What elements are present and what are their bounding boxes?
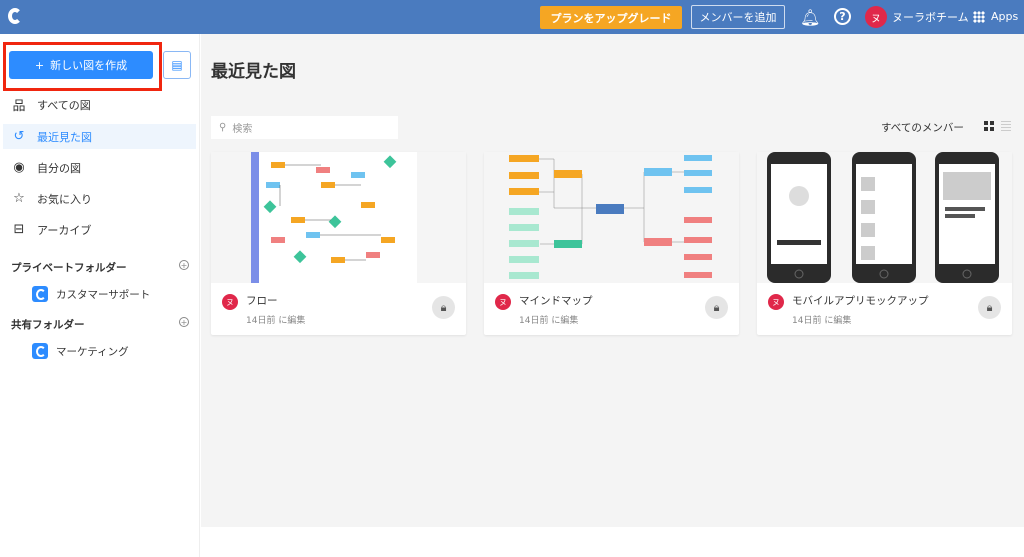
diagram-card[interactable]: ヌモバイルアプリモックアップ 14日前 に編集 🔒︎ (757, 152, 1012, 335)
card-title: モバイルアプリモックアップ (792, 295, 929, 307)
card-edited: 14日前 に編集 (792, 316, 852, 326)
card-title: マインドマップ (519, 295, 593, 307)
lock-icon[interactable]: 🔒︎ (978, 296, 1001, 319)
apps-label: Apps (991, 10, 1019, 23)
diagram-card[interactable]: ヌマインドマップ 14日前 に編集 🔒︎ (484, 152, 739, 335)
folder-label: マーケティング (56, 345, 129, 358)
sitemap-icon: 品 (12, 99, 26, 114)
avatar: ヌ (222, 294, 238, 310)
bell-icon[interactable]: 🔔︎ (800, 8, 821, 27)
sidebar-item-mine[interactable]: ◉ 自分の図 (3, 155, 196, 180)
template-button[interactable]: ▤ (163, 51, 191, 79)
folder-icon (32, 286, 48, 302)
grid-view-icon[interactable] (984, 121, 994, 131)
sidebar-item-label: すべての図 (37, 98, 91, 112)
sidebar-item-recent[interactable]: ↺ 最近見た図 (3, 124, 196, 149)
highlight-box (3, 42, 162, 91)
diagram-thumbnail (211, 152, 466, 283)
member-filter[interactable]: すべてのメンバー (881, 122, 964, 134)
sidebar-item-favorites[interactable]: ☆ お気に入り (3, 186, 196, 211)
sidebar-item-all[interactable]: 品すべての図 (3, 92, 196, 117)
card-edited: 14日前 に編集 (519, 316, 579, 326)
search-input[interactable]: ⚲ 検索 (211, 116, 398, 139)
team-menu[interactable]: ヌヌーラボチーム (865, 6, 969, 28)
folder-item[interactable]: カスタマーサポート (32, 286, 150, 302)
sidebar-item-label: お気に入り (37, 192, 92, 206)
lock-icon[interactable]: 🔒︎ (705, 296, 728, 319)
new-diagram-label: 新しい図を作成 (50, 59, 128, 72)
add-folder-icon[interactable]: + (179, 260, 189, 270)
section-title: 共有フォルダー (11, 319, 85, 331)
card-edited: 14日前 に編集 (246, 316, 306, 326)
avatar: ヌ (495, 294, 511, 310)
archive-icon: ⊟ (13, 222, 25, 237)
private-folders-header: プライベートフォルダー + (11, 260, 189, 275)
diagram-thumbnail (757, 152, 1012, 283)
search-placeholder: 検索 (232, 124, 253, 135)
section-title: プライベートフォルダー (11, 262, 127, 274)
card-info: ヌフロー 14日前 に編集 (222, 293, 305, 326)
star-icon: ☆ (13, 191, 25, 206)
history-icon: ↺ (13, 129, 25, 144)
page-title: 最近見た図 (211, 62, 296, 82)
list-view-icon[interactable] (1001, 121, 1011, 131)
card-info: ヌマインドマップ 14日前 に編集 (495, 293, 593, 326)
shared-folders-header: 共有フォルダー + (11, 317, 189, 332)
sidebar-item-label: 自分の図 (37, 161, 81, 175)
apps-menu[interactable]: Apps (973, 10, 1018, 23)
sidebar-item-archive[interactable]: ⊟ アーカイブ (3, 217, 196, 242)
diagram-thumbnail (484, 152, 739, 283)
cacoo-logo-icon[interactable] (8, 8, 22, 24)
card-info: ヌモバイルアプリモックアップ 14日前 に編集 (768, 293, 929, 326)
sidebar-item-label: 最近見た図 (37, 130, 92, 144)
new-diagram-button[interactable]: + 新しい図を作成 (9, 51, 153, 79)
avatar: ヌ (768, 294, 784, 310)
apps-grid-icon (973, 10, 985, 23)
upgrade-plan-button[interactable]: プランをアップグレード (540, 6, 682, 29)
card-title: フロー (246, 295, 278, 307)
search-icon: ⚲ (219, 122, 227, 133)
plus-icon: + (34, 58, 45, 72)
diagram-card[interactable]: ヌフロー 14日前 に編集 🔒︎ (211, 152, 466, 335)
user-icon: ◉ (13, 160, 25, 175)
sidebar-item-label: アーカイブ (37, 223, 92, 237)
lock-icon[interactable]: 🔒︎ (432, 296, 455, 319)
top-bar: プランをアップグレード メンバーを追加 🔔︎ ? ヌヌーラボチーム Apps (0, 0, 1024, 34)
folder-item[interactable]: マーケティング (32, 343, 129, 359)
help-icon[interactable]: ? (834, 8, 851, 25)
document-icon: ▤ (171, 58, 183, 72)
avatar: ヌ (865, 6, 887, 28)
folder-label: カスタマーサポート (56, 288, 151, 301)
team-name: ヌーラボチーム (892, 11, 969, 24)
add-member-button[interactable]: メンバーを追加 (691, 5, 785, 29)
add-folder-icon[interactable]: + (179, 317, 189, 327)
folder-icon (32, 343, 48, 359)
